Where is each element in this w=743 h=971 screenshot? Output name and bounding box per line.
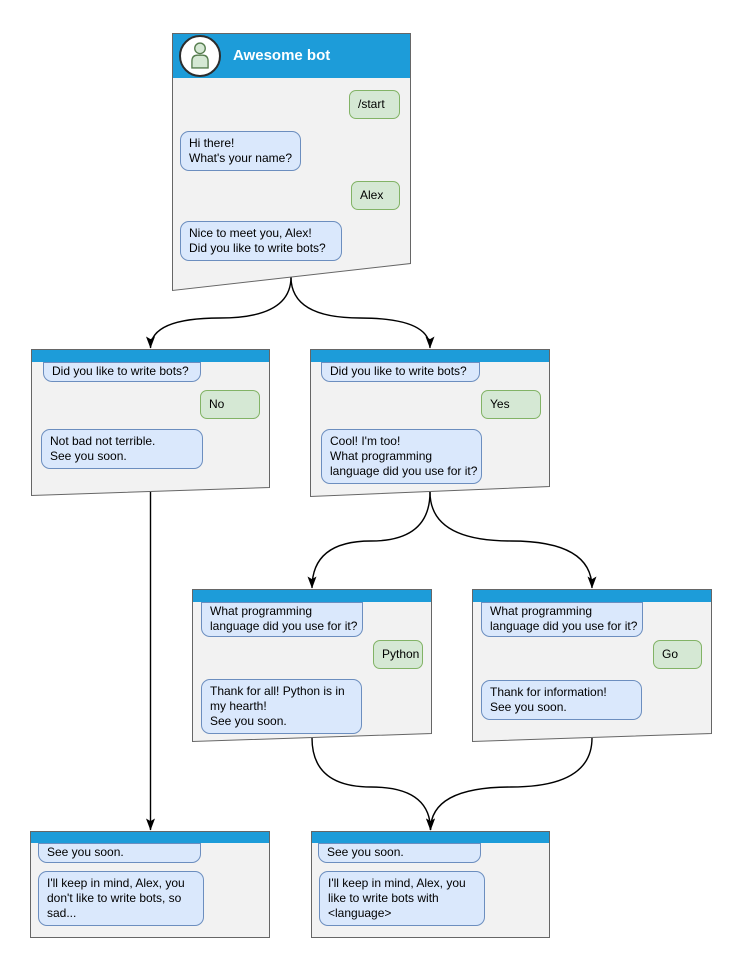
bot-message-bubble[interactable]: Cool! I'm too! What programming language… bbox=[321, 429, 482, 484]
chat-window-branch-python[interactable]: What programming language did you use fo… bbox=[192, 589, 432, 743]
user-message-bubble[interactable]: No bbox=[200, 390, 260, 419]
message-line: language did you use for it? bbox=[210, 619, 358, 633]
edge-python-to-end[interactable] bbox=[311, 737, 435, 831]
window-title: Awesome bot bbox=[233, 47, 331, 64]
message-line: my hearth! bbox=[210, 699, 267, 713]
message-line: What programming bbox=[490, 604, 593, 618]
bot-message-bubble[interactable]: Nice to meet you, Alex! Did you like to … bbox=[180, 221, 342, 261]
message-line: Did you like to write bots? bbox=[330, 364, 467, 378]
message-line: Python bbox=[382, 647, 420, 661]
message-line: See you soon. bbox=[210, 714, 287, 728]
message-line: sad... bbox=[47, 906, 77, 920]
edge-yes-to-python[interactable] bbox=[307, 491, 431, 589]
bot-message-bubble[interactable]: What programming language did you use fo… bbox=[481, 602, 643, 637]
window-header bbox=[31, 349, 270, 362]
user-message-bubble[interactable]: Yes bbox=[481, 390, 541, 419]
bot-message-bubble[interactable]: Did you like to write bots? bbox=[321, 362, 480, 382]
bot-message-bubble[interactable]: What programming language did you use fo… bbox=[201, 602, 363, 637]
message-line: See you soon. bbox=[327, 845, 404, 859]
chat-window-main[interactable]: Awesome bot /start Hi there! What's your… bbox=[172, 33, 411, 292]
message-line: Cool! I'm too! bbox=[330, 434, 401, 448]
window-header bbox=[310, 349, 550, 362]
bot-message-bubble[interactable]: Not bad not terrible. See you soon. bbox=[41, 429, 203, 469]
message-line: I'll keep in mind, Alex, you bbox=[328, 876, 466, 890]
chat-window-branch-yes[interactable]: Did you like to write bots? Yes Cool! I'… bbox=[310, 349, 550, 498]
edge-go-to-end[interactable] bbox=[426, 737, 593, 831]
message-line: Hi there! bbox=[189, 136, 235, 150]
message-line: Did you like to write bots? bbox=[52, 364, 189, 378]
message-line: Go bbox=[662, 647, 679, 661]
user-message-bubble[interactable]: Go bbox=[653, 640, 702, 669]
window-header bbox=[30, 831, 270, 843]
user-message-bubble[interactable]: /start bbox=[349, 90, 400, 119]
window-header bbox=[311, 831, 550, 843]
user-message-bubble[interactable]: Python bbox=[373, 640, 423, 669]
bot-message-bubble[interactable]: See you soon. bbox=[38, 843, 201, 863]
bot-message-bubble[interactable]: Thank for information! See you soon. bbox=[481, 680, 642, 720]
window-header bbox=[192, 589, 432, 602]
message-line: /start bbox=[358, 97, 385, 111]
message-line: Thank for all! Python is in bbox=[210, 684, 345, 698]
message-line: like to write bots with bbox=[328, 891, 439, 905]
message-line: Yes bbox=[490, 397, 510, 411]
chat-window-end-yes[interactable]: See you soon. I'll keep in mind, Alex, y… bbox=[311, 831, 550, 938]
chat-window-branch-go[interactable]: What programming language did you use fo… bbox=[472, 589, 712, 743]
bot-message-bubble[interactable]: I'll keep in mind, Alex, you like to wri… bbox=[319, 871, 485, 926]
message-line: language did you use for it? bbox=[330, 464, 478, 478]
window-header: Awesome bot bbox=[172, 33, 411, 78]
user-message-bubble[interactable]: Alex bbox=[351, 181, 400, 210]
message-line: Alex bbox=[360, 188, 384, 202]
edge-main-to-no[interactable] bbox=[146, 276, 292, 349]
message-line: Thank for information! bbox=[490, 685, 607, 699]
edge-main-to-yes[interactable] bbox=[290, 276, 435, 349]
edge-yes-to-go[interactable] bbox=[429, 491, 597, 589]
message-line: Nice to meet you, Alex! bbox=[189, 226, 312, 240]
message-line: <language> bbox=[328, 906, 392, 920]
message-line: See you soon. bbox=[47, 845, 124, 859]
message-line: I'll keep in mind, Alex, you bbox=[47, 876, 185, 890]
bot-message-bubble[interactable]: I'll keep in mind, Alex, you don't like … bbox=[38, 871, 204, 926]
message-line: See you soon. bbox=[490, 700, 567, 714]
message-line: See you soon. bbox=[50, 449, 127, 463]
window-header bbox=[472, 589, 712, 602]
message-line: Did you like to write bots? bbox=[189, 241, 326, 255]
bot-message-bubble[interactable]: Did you like to write bots? bbox=[43, 362, 201, 382]
message-line: What programming bbox=[210, 604, 313, 618]
message-line: What programming bbox=[330, 449, 433, 463]
bot-message-bubble[interactable]: Thank for all! Python is in my hearth! S… bbox=[201, 679, 362, 734]
chat-window-end-no[interactable]: See you soon. I'll keep in mind, Alex, y… bbox=[30, 831, 270, 938]
message-line: language did you use for it? bbox=[490, 619, 638, 633]
message-line: don't like to write bots, so bbox=[47, 891, 182, 905]
bot-message-bubble[interactable]: Hi there! What's your name? bbox=[180, 131, 301, 171]
avatar bbox=[179, 35, 221, 77]
bot-message-bubble[interactable]: See you soon. bbox=[318, 843, 481, 863]
message-line: No bbox=[209, 397, 225, 411]
message-line: What's your name? bbox=[189, 151, 293, 165]
chat-window-branch-no[interactable]: Did you like to write bots? No Not bad n… bbox=[31, 349, 270, 497]
person-icon bbox=[191, 42, 209, 69]
message-line: Not bad not terrible. bbox=[50, 434, 156, 448]
